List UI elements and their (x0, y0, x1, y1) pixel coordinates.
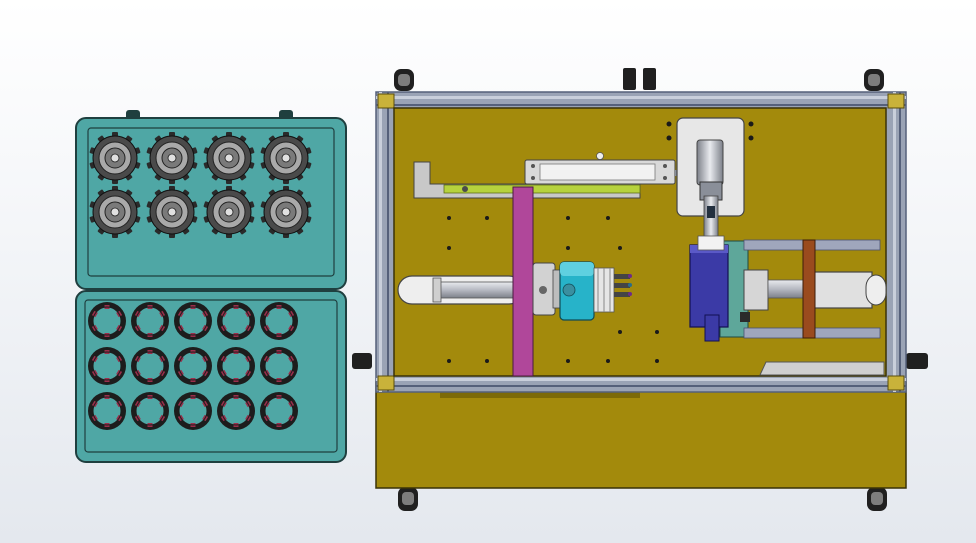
ring-part-icon (174, 347, 212, 385)
side-connector (352, 353, 928, 369)
gear-part-icon (260, 186, 312, 238)
mounting-hole (447, 216, 451, 220)
ring-part-icon (131, 392, 169, 430)
gear-part-icon (89, 186, 141, 238)
cyan-chuck-block (532, 261, 632, 321)
ring-part-icon (88, 392, 126, 430)
ring-part-icon (260, 302, 298, 340)
caster-wheel-icon (398, 487, 418, 511)
upper-tray-parts (89, 132, 312, 238)
caster-wheel-icon (867, 487, 887, 511)
ring-part-icon (174, 392, 212, 430)
mounting-hole (485, 359, 489, 363)
mounting-hole (606, 359, 610, 363)
gear-part-icon (203, 186, 255, 238)
mounting-hole (566, 359, 570, 363)
magenta-guide-bar (512, 186, 534, 377)
ring-part-icon (217, 302, 255, 340)
caster-wheel-icon (864, 69, 884, 91)
ring-part-icon (217, 392, 255, 430)
mounting-hole (485, 216, 489, 220)
mounting-hole (618, 330, 622, 334)
ring-part-icon (88, 302, 126, 340)
ring-part-icon (260, 347, 298, 385)
ring-part-icon (131, 347, 169, 385)
lower-tray-inner (84, 299, 338, 453)
gear-part-icon (203, 132, 255, 184)
mounting-holes (447, 216, 659, 363)
vertical-cylinder (666, 117, 754, 241)
base-plate-ramp (759, 361, 885, 376)
mounting-hole (655, 359, 659, 363)
parts-tray (75, 110, 347, 463)
top-connector (623, 68, 656, 90)
gear-part-icon (89, 132, 141, 184)
ring-part-icon (131, 302, 169, 340)
lower-tray-parts (88, 302, 298, 430)
ring-part-icon (217, 347, 255, 385)
mounting-hole (655, 330, 659, 334)
mounting-hole (606, 216, 610, 220)
mounting-hole (447, 359, 451, 363)
ring-part-icon (260, 392, 298, 430)
top-linear-guide (413, 152, 697, 199)
ring-part-icon (88, 347, 126, 385)
blue-clamp-block (689, 235, 750, 342)
upper-tray-inner (87, 127, 335, 277)
gear-part-icon (260, 132, 312, 184)
gear-part-icon (146, 186, 198, 238)
base-box-lip (440, 392, 640, 398)
mounting-hole (447, 246, 451, 250)
brown-crossbar (802, 239, 816, 339)
left-pneumatic-cylinder (397, 275, 526, 305)
caster-wheel-icon (394, 69, 414, 91)
mounting-hole (566, 246, 570, 250)
machine-assembly (352, 68, 928, 511)
mounting-hole (618, 246, 622, 250)
mounting-hole (566, 216, 570, 220)
ring-part-icon (174, 302, 212, 340)
gear-part-icon (146, 132, 198, 184)
